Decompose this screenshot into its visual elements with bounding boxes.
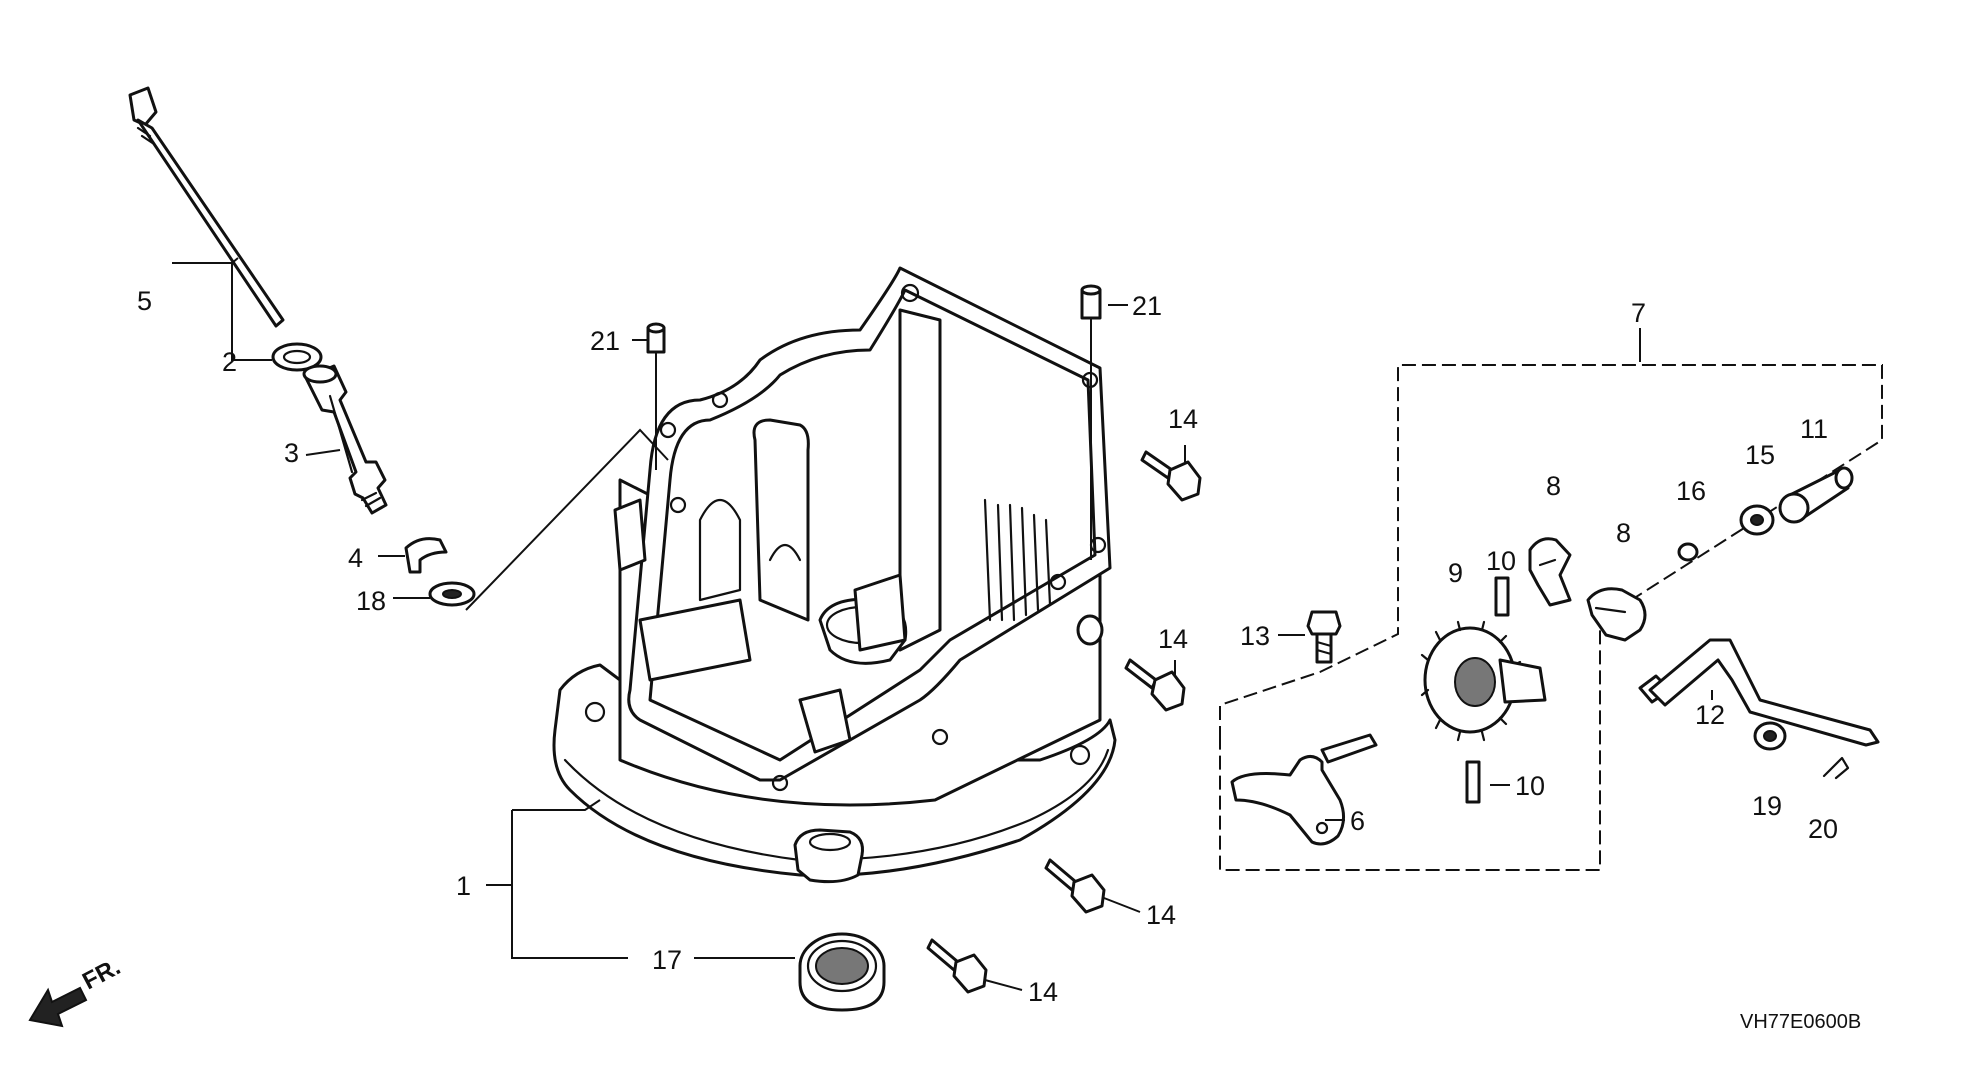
- o-ring: [271, 342, 323, 372]
- governor-slider: [1778, 466, 1854, 524]
- callout-1: 1: [456, 871, 471, 901]
- callout-7: 7: [1631, 298, 1646, 328]
- governor-arm: [1638, 638, 1880, 747]
- callout-16: 16: [1676, 476, 1706, 506]
- callout-19: 19: [1752, 791, 1782, 821]
- reference-code: VH77E0600B: [1740, 1011, 1861, 1033]
- callout-14-lower: 14: [1146, 900, 1176, 930]
- callout-11: 11: [1800, 414, 1828, 444]
- bolt-middle-right: [1124, 658, 1186, 712]
- dowel-pin-right: [1080, 284, 1102, 320]
- washer: [428, 581, 476, 607]
- bolt-bottom: [926, 938, 988, 994]
- callout-10-upper: 10: [1486, 546, 1516, 576]
- callout-14-bottom: 14: [1028, 977, 1058, 1007]
- pin-upper: [1494, 576, 1510, 617]
- callout-2: 2: [222, 347, 237, 377]
- callout-labels: 5 2 3 4 18 21 21 14 14 14 14 1 17 7 13 6…: [137, 286, 1838, 1007]
- callout-6: 6: [1350, 806, 1365, 836]
- callout-13: 13: [1240, 621, 1270, 651]
- callout-3: 3: [284, 438, 299, 468]
- callout-12: 12: [1695, 700, 1725, 730]
- callout-15: 15: [1745, 440, 1775, 470]
- arm-washer: [1753, 721, 1787, 751]
- front-direction-arrow: FR.: [28, 953, 125, 1028]
- dipstick: [128, 86, 285, 328]
- clip: [404, 537, 448, 574]
- leader-lines: [172, 257, 1713, 991]
- pin-clip: [1822, 756, 1850, 780]
- callout-9: 9: [1448, 558, 1463, 588]
- thrust-washer: [1739, 504, 1775, 536]
- bolt-lower-right: [1044, 858, 1106, 914]
- callout-8-right: 8: [1616, 518, 1631, 548]
- governor-weight-left: [1528, 537, 1572, 607]
- dowel-pin-left: [646, 322, 666, 354]
- callout-5: 5: [137, 286, 152, 316]
- governor-holder: [1230, 733, 1378, 846]
- governor-assembly-box: [1219, 364, 1883, 871]
- oil-seal: [798, 932, 886, 1012]
- pin-lower: [1465, 760, 1481, 804]
- callout-20: 20: [1808, 814, 1838, 844]
- flange-bolt: [1306, 610, 1342, 664]
- governor-weight-right: [1586, 587, 1647, 642]
- callout-14-upper: 14: [1168, 404, 1198, 434]
- small-washer: [1677, 542, 1699, 562]
- callout-4: 4: [348, 543, 363, 573]
- governor-gear: [1420, 620, 1547, 742]
- callout-17: 17: [652, 945, 682, 975]
- callout-14-middle: 14: [1158, 624, 1188, 654]
- callout-21-right: 21: [1132, 291, 1162, 321]
- callout-10-lower: 10: [1515, 771, 1545, 801]
- callout-21-left: 21: [590, 326, 620, 356]
- crankcase-cover: [552, 266, 1117, 884]
- oil-filler-tube: [302, 364, 388, 515]
- callout-8-left: 8: [1546, 471, 1561, 501]
- bolt-upper-right: [1140, 450, 1202, 502]
- callout-18: 18: [356, 586, 386, 616]
- front-label: FR.: [78, 953, 125, 995]
